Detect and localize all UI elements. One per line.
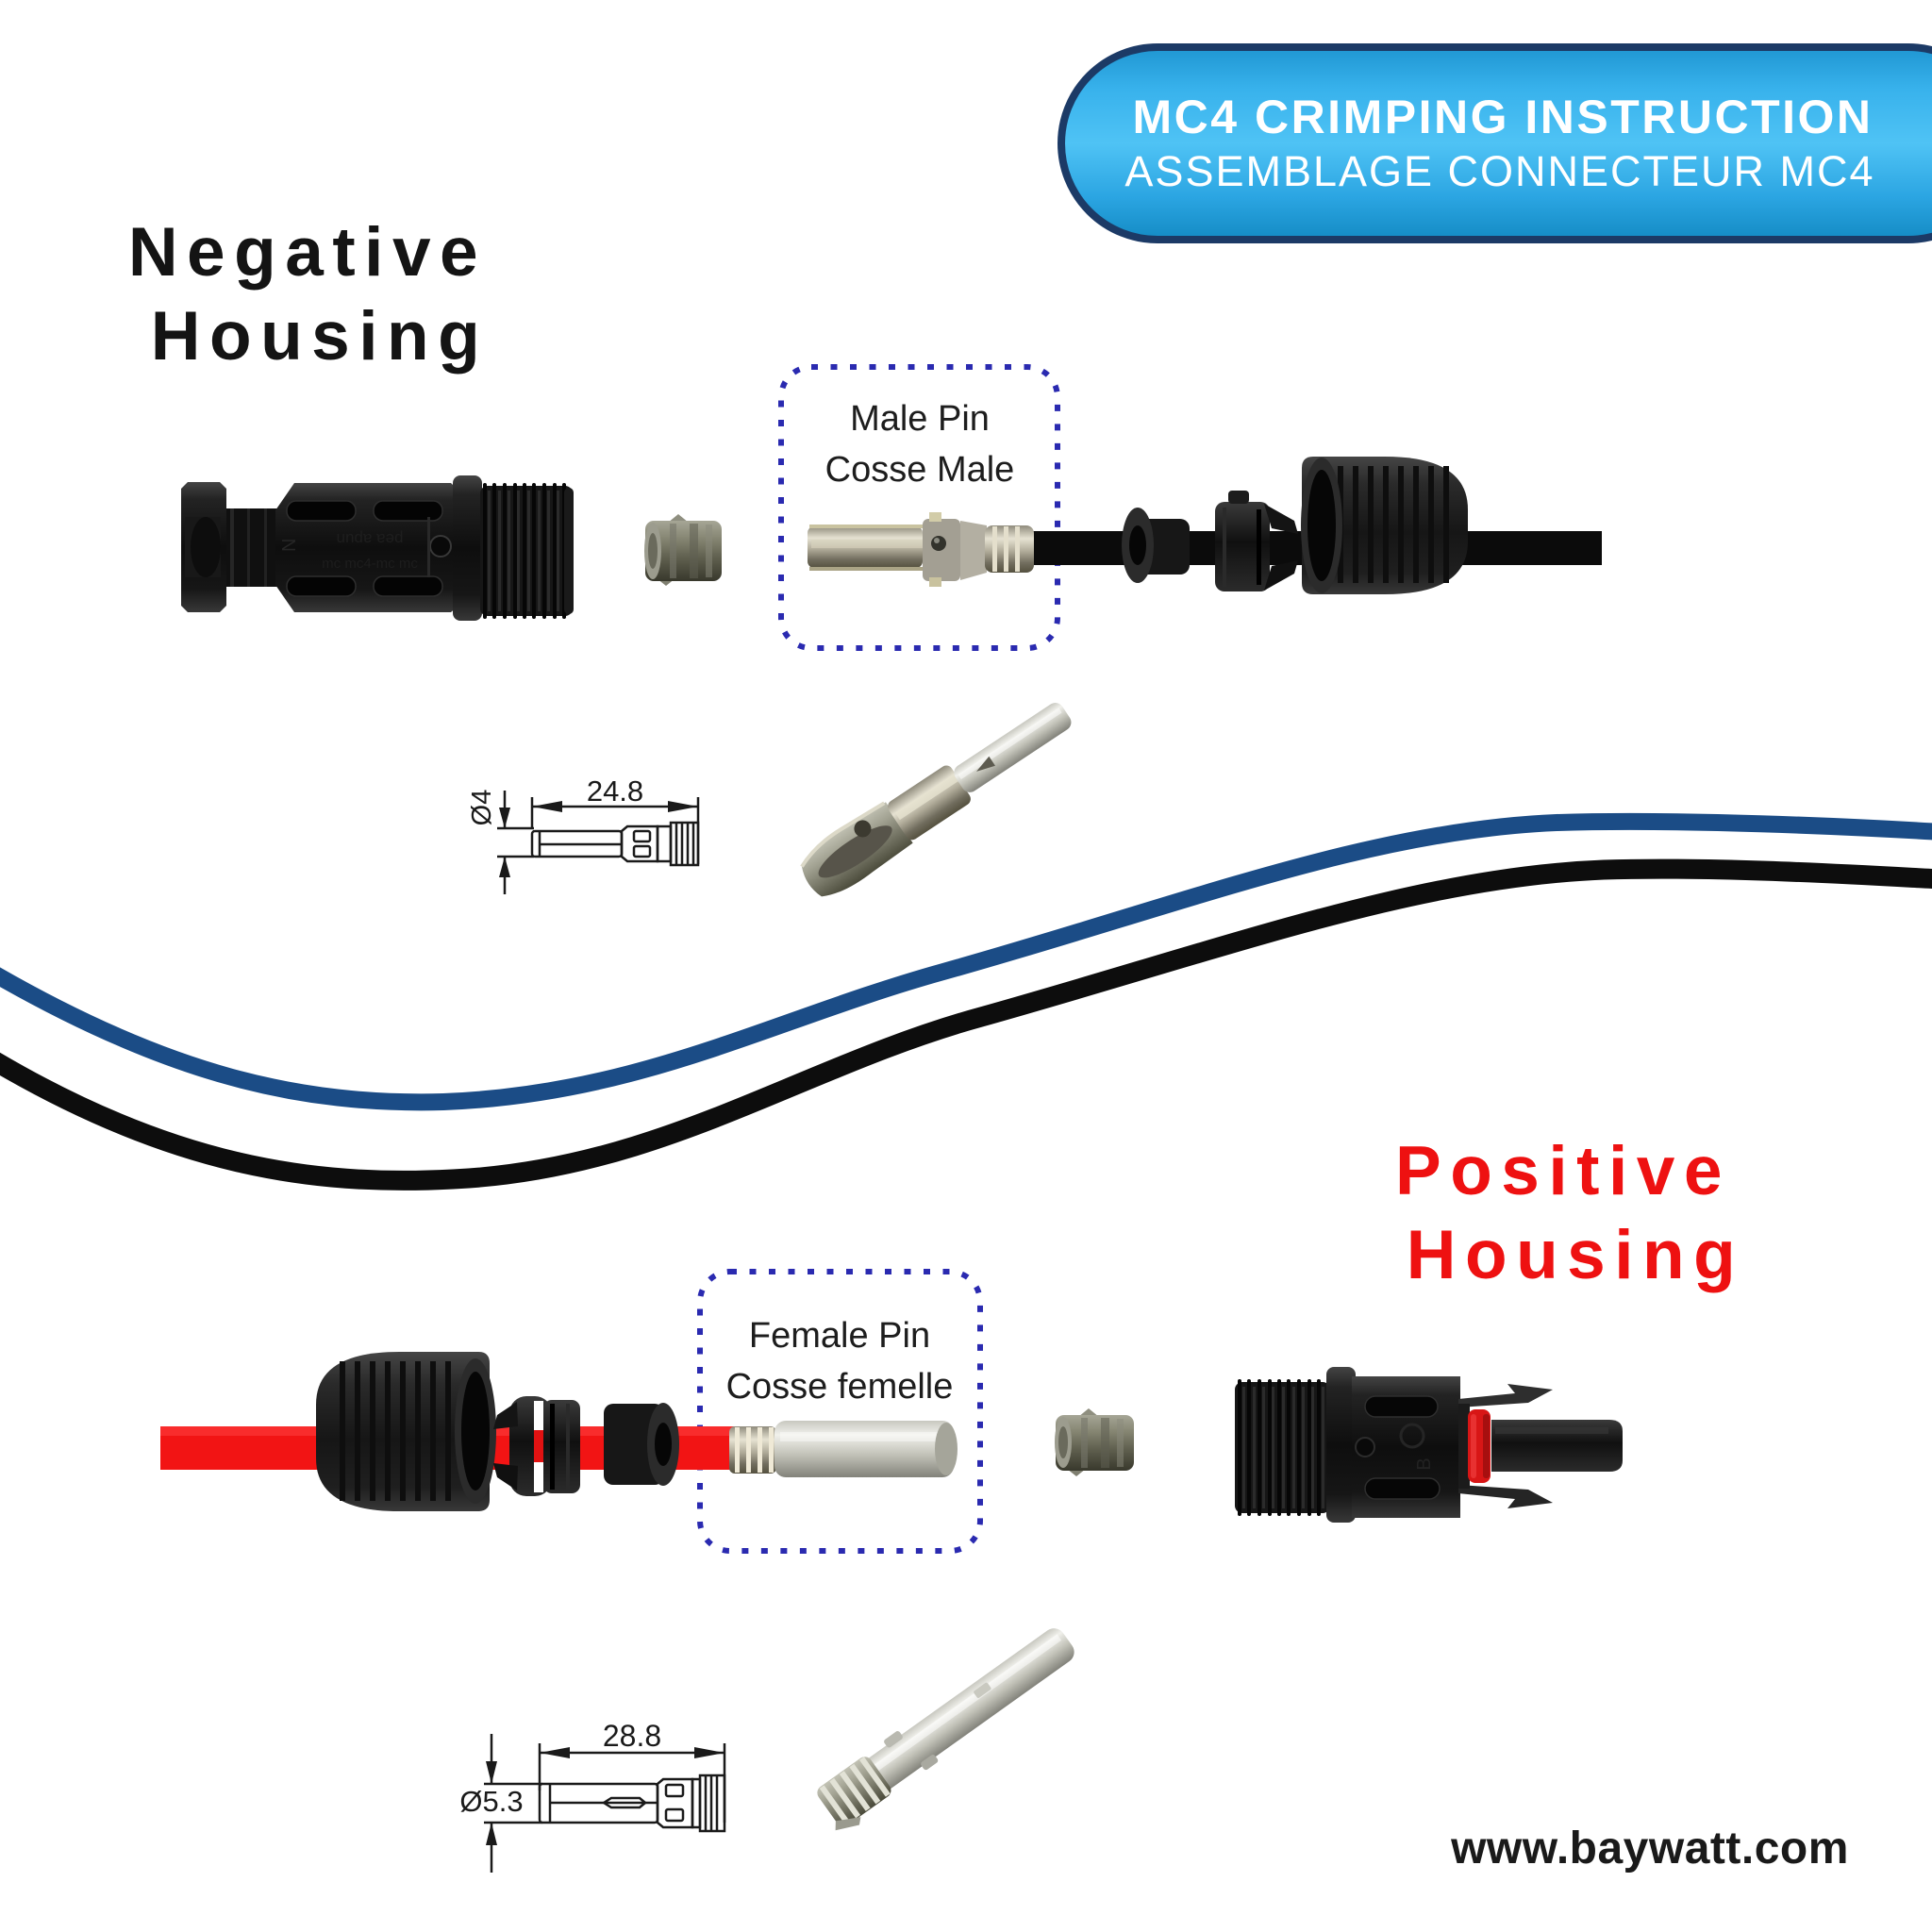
svg-text:Negative: Negative <box>128 214 487 291</box>
svg-text:Cosse femelle: Cosse femelle <box>726 1367 954 1407</box>
svg-text:pea apun: pea apun <box>337 530 404 548</box>
svg-text:Housing: Housing <box>1407 1217 1744 1293</box>
svg-text:Male Pin: Male Pin <box>850 399 990 439</box>
svg-text:Female Pin: Female Pin <box>749 1316 930 1356</box>
svg-text:24.8: 24.8 <box>587 774 643 808</box>
svg-text:B: B <box>1414 1457 1435 1470</box>
svg-text:ASSEMBLAGE CONNECTEUR MC4: ASSEMBLAGE CONNECTEUR MC4 <box>1124 147 1874 195</box>
svg-text:Cosse Male: Cosse Male <box>825 450 1015 490</box>
svg-text:www.baywatt.com: www.baywatt.com <box>1450 1824 1849 1874</box>
svg-text:MC4 CRIMPING INSTRUCTION: MC4 CRIMPING INSTRUCTION <box>1133 91 1874 143</box>
svg-text:Positive: Positive <box>1395 1133 1731 1209</box>
svg-text:Ø4: Ø4 <box>467 790 497 826</box>
svg-text:N: N <box>279 539 300 552</box>
svg-text:Ø5.3: Ø5.3 <box>459 1785 523 1818</box>
svg-text:mc mc4-mc mc: mc mc4-mc mc <box>322 556 418 572</box>
svg-text:Housing: Housing <box>151 298 489 375</box>
svg-text:28.8: 28.8 <box>603 1719 661 1753</box>
